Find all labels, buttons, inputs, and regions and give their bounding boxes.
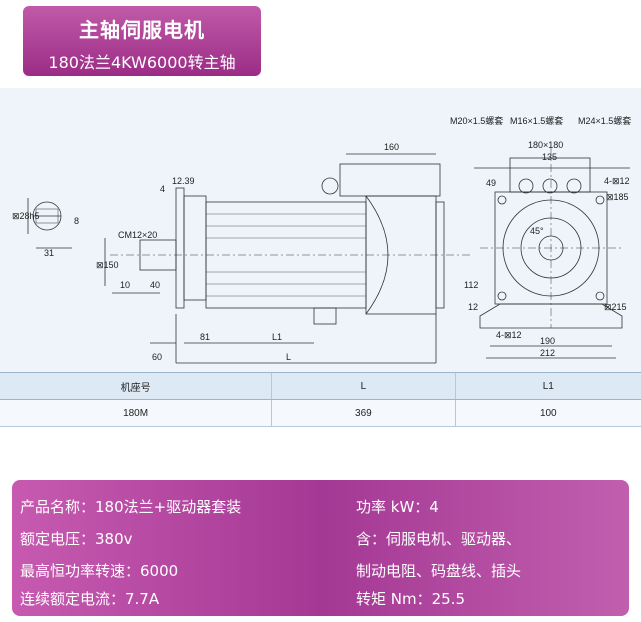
dim-190: 190	[540, 336, 555, 346]
table-row: 180M 369 100	[0, 400, 641, 427]
table-header-l: L	[272, 373, 456, 399]
dim-cm12: CM12×20	[118, 230, 157, 240]
motor-foot	[479, 303, 623, 329]
spec-product: 产品名称：180法兰+驱动器套装	[20, 498, 242, 516]
dim-49: 49	[486, 178, 496, 188]
dim-180x180: 180×180	[528, 140, 563, 150]
dim-4x12: 4-⊠12	[604, 176, 630, 186]
technical-drawing: ⊠28h5 31 8 12.39 4 CM12×20 ⊠150 10 40 81…	[0, 88, 641, 373]
dim-10: 10	[120, 280, 130, 290]
dim-45: 45°	[530, 226, 544, 236]
dim-31: 31	[44, 248, 54, 258]
dim-40: 40	[150, 280, 160, 290]
spec-current: 连续额定电流：7.7A	[20, 590, 160, 608]
table-cell-l1: 100	[539, 407, 557, 419]
dim-81: 81	[200, 332, 210, 342]
dim-l: L	[286, 352, 291, 362]
spec-panel: 产品名称：180法兰+驱动器套装 额定电压：380v 最高恒功率转速：6000 …	[12, 480, 629, 616]
dim-150: ⊠150	[96, 260, 119, 270]
banner-subtitle: 180法兰4KW6000转主轴	[48, 53, 236, 72]
dim-l1: L1	[272, 332, 282, 342]
dim-12-39: 12.39	[172, 176, 195, 186]
spec-contains-2: 制动电阻、码盘线、插头	[356, 562, 522, 580]
dimension-table: 机座号 L L1 180M 369 100	[0, 372, 641, 427]
dim-4: 4	[160, 184, 165, 194]
dim-m16: M16×1.5螺套	[510, 115, 563, 126]
terminal-box	[339, 163, 441, 197]
spec-speed: 最高恒功率转速：6000	[20, 562, 179, 580]
banner-title: 主轴伺服电机	[79, 18, 205, 42]
dim-112: 112	[464, 280, 478, 290]
dim-60: 60	[152, 352, 162, 362]
spec-voltage: 额定电压：380v	[20, 530, 133, 548]
dim-12: 12	[468, 302, 478, 312]
spec-contains-1: 含：伺服电机、驱动器、	[356, 530, 522, 548]
flange-plate	[175, 187, 185, 309]
table-cell-l: 369	[272, 400, 456, 426]
dim-215: ⊠215	[604, 302, 627, 312]
dim-212: 212	[540, 348, 555, 358]
dim-28h5: ⊠28h5	[12, 211, 40, 221]
table-header-frame: 机座号	[0, 373, 273, 399]
table-cell-frame: 180M	[0, 400, 273, 426]
spec-power: 功率 kW：4	[356, 498, 439, 516]
table-header-row: 机座号 L L1	[0, 372, 641, 400]
dim-m24: M24×1.5螺套	[578, 115, 631, 126]
dim-m20: M20×1.5螺套	[450, 115, 503, 126]
dim-4x12b: 4-⊠12	[496, 330, 522, 340]
title-banner: 主轴伺服电机 180法兰4KW6000转主轴	[23, 6, 261, 76]
dim-135: 135	[542, 152, 557, 162]
dim-185: ⊠185	[606, 192, 629, 202]
dim-160: 160	[384, 142, 399, 152]
spec-torque: 转矩 Nm：25.5	[356, 590, 465, 608]
table-header-l1: L1	[542, 380, 554, 392]
dim-8: 8	[74, 216, 79, 226]
drawing-svg: ⊠28h5 31 8 12.39 4 CM12×20 ⊠150 10 40 81…	[12, 115, 631, 364]
